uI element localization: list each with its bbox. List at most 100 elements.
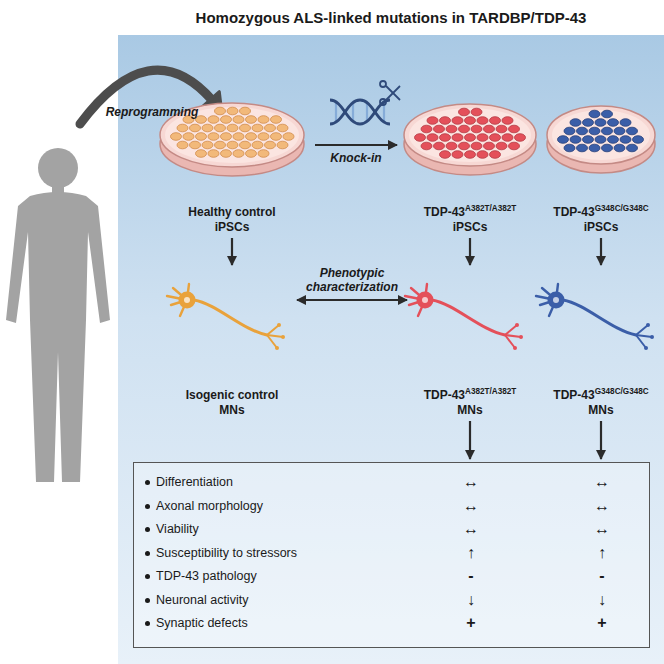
change-symbol: ↔ <box>582 472 622 492</box>
cell <box>452 117 463 125</box>
text-part: MNs <box>588 403 613 417</box>
cell <box>258 116 269 124</box>
cell <box>595 136 606 144</box>
cell <box>421 142 432 150</box>
synaptic-bouton <box>650 335 654 339</box>
cell <box>452 134 463 142</box>
dish-medium <box>552 110 650 160</box>
cell <box>471 108 482 116</box>
axon-terminal <box>636 325 648 335</box>
motor-neuron <box>536 284 654 350</box>
scissors-blade <box>386 86 400 100</box>
cell <box>240 124 251 132</box>
scissors-handle <box>380 99 386 105</box>
cell <box>595 119 606 127</box>
cell <box>202 124 213 132</box>
node-label: Isogenic control MNs <box>177 388 287 418</box>
cell <box>283 133 294 141</box>
background-panel <box>118 35 664 664</box>
scissors-handle <box>380 81 386 87</box>
cell <box>509 125 520 133</box>
dna-icon <box>330 100 390 124</box>
finding-text: Susceptibility to stressors <box>156 544 297 562</box>
cell <box>171 133 182 141</box>
scissors-blade <box>386 86 400 100</box>
reprogramming-arrow <box>80 70 212 124</box>
cell <box>620 136 631 144</box>
connector-label: Knock-in <box>330 151 381 165</box>
cell <box>227 141 238 149</box>
cell <box>459 125 470 133</box>
cell <box>440 134 451 142</box>
dish-rim <box>547 106 655 164</box>
connector-arrow <box>600 421 602 459</box>
connector-arrow <box>297 299 407 301</box>
cell <box>233 150 244 158</box>
axon-terminal <box>267 335 277 348</box>
cell <box>509 142 520 150</box>
axon-terminal <box>636 335 646 348</box>
cell <box>490 134 501 142</box>
finding-text: Synaptic defects <box>156 614 248 632</box>
cell <box>502 117 513 125</box>
nucleus <box>184 297 190 303</box>
cell <box>415 134 426 142</box>
synaptic-bouton <box>281 335 285 339</box>
cell <box>215 107 226 115</box>
finding-text: Axonal morphology <box>156 497 263 515</box>
change-symbol: ↑ <box>451 543 491 563</box>
nucleus <box>553 297 559 303</box>
cell <box>446 142 457 150</box>
finding-text: Differentiation <box>156 473 233 491</box>
cell <box>202 141 213 149</box>
bullet-dot <box>145 480 150 485</box>
text-part: TDP-43 <box>424 205 465 219</box>
dna-rung <box>366 104 368 120</box>
cell <box>233 133 244 141</box>
cell <box>227 107 238 115</box>
node-label: TDP-43A382T/A382T MNs <box>410 384 530 418</box>
bullet-dot <box>145 574 150 579</box>
cell <box>502 134 513 142</box>
cell <box>583 119 594 127</box>
change-symbol: ↓ <box>451 590 491 610</box>
motor-neuron <box>405 284 523 350</box>
cell <box>277 141 288 149</box>
cell <box>602 144 613 152</box>
title: Homozygous ALS-linked mutations in TARDB… <box>118 9 664 26</box>
axon <box>563 300 636 335</box>
change-symbol: - <box>582 566 622 586</box>
cell <box>496 142 507 150</box>
cell <box>427 117 438 125</box>
cell <box>434 142 445 150</box>
finding-text: Viability <box>156 520 199 538</box>
cell <box>215 141 226 149</box>
change-symbol: + <box>582 613 622 633</box>
cell <box>208 150 219 158</box>
text-part: MNs <box>457 403 482 417</box>
cell <box>564 127 575 135</box>
change-symbol: ↔ <box>451 496 491 516</box>
cell <box>627 144 638 152</box>
bullet-dot <box>145 598 150 603</box>
cell <box>190 124 201 132</box>
text-part: TDP-43 <box>424 388 465 402</box>
axon-terminal <box>267 325 279 335</box>
finding-text: TDP-43 pathology <box>156 567 257 585</box>
text-part: TDP-43 <box>553 388 594 402</box>
dna-rung <box>352 104 354 120</box>
cell <box>477 134 488 142</box>
cell <box>177 124 188 132</box>
cell <box>577 144 588 152</box>
cell <box>271 116 282 124</box>
cell <box>240 107 251 115</box>
synaptic-bouton <box>277 323 281 327</box>
dish-rim <box>404 104 536 166</box>
connector-arrow <box>231 238 233 265</box>
cell <box>490 151 501 159</box>
cell <box>252 124 263 132</box>
node-label: TDP-43G348C/G348C iPSCs <box>545 201 657 235</box>
culture-dish <box>547 106 655 173</box>
connector-arrow <box>600 238 602 265</box>
